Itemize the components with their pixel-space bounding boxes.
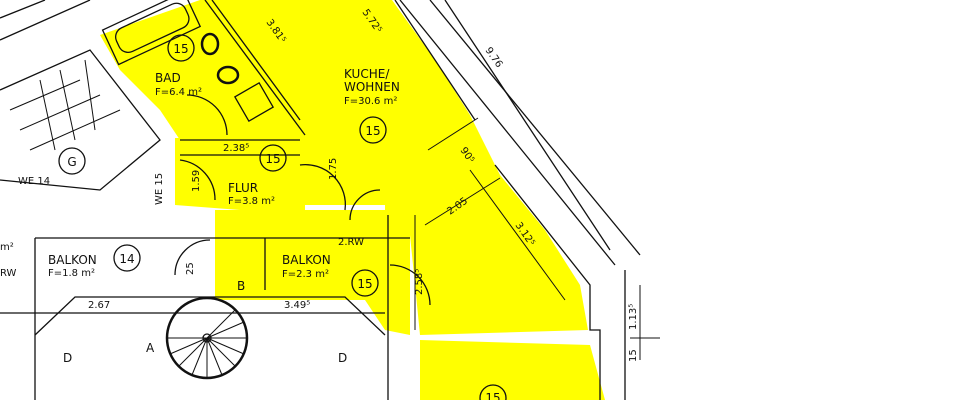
room-name-balkon-14: BALKON <box>48 253 97 267</box>
section-marker-a: A <box>146 341 155 355</box>
label-we-14: WE 14 <box>18 176 50 187</box>
room-name-balkon-15: BALKON <box>282 253 331 267</box>
dim-2-58: 2.58⁵ <box>414 269 425 295</box>
unit-marker-14: 14 <box>113 244 141 272</box>
highlight-lower-room <box>420 340 605 400</box>
unit-marker-15-bad: 15 <box>167 34 195 62</box>
room-area-balkon-15: F=2.3 m² <box>282 269 329 280</box>
unit-marker-15-lower: 15 <box>479 384 507 400</box>
highlight-unit-15 <box>100 0 605 400</box>
section-marker-b: B <box>237 279 245 293</box>
dim-25: 25 <box>185 262 196 275</box>
room-name-kueche: KUCHE/ <box>344 67 390 81</box>
room-labels: BAD F=6.4 m² KUCHE/ WOHNEN F=30.6 m² FLU… <box>0 67 400 280</box>
dim-2-67: 2.67 <box>88 300 110 311</box>
unit-marker-g: G <box>58 147 86 175</box>
room-area-flur: F=3.8 m² <box>228 196 275 207</box>
svg-text:15: 15 <box>265 152 280 166</box>
label-we-15: WE 15 <box>154 173 165 205</box>
dim-2-38: 2.38⁵ <box>223 143 249 154</box>
dim-3-49: 3.49⁵ <box>284 300 310 311</box>
section-marker-d-right: D <box>338 351 347 365</box>
room-area-kueche: F=30.6 m² <box>344 96 397 107</box>
plan-labels: WE 14 WE 15 2.RW RW B A D D <box>0 173 364 365</box>
svg-text:15: 15 <box>357 277 372 291</box>
dim-1-75: 1.75 <box>328 158 339 180</box>
section-marker-d-left: D <box>63 351 72 365</box>
svg-text:15: 15 <box>365 124 380 138</box>
svg-text:G: G <box>67 155 76 169</box>
label-rw: RW <box>0 268 17 279</box>
svg-text:15: 15 <box>173 42 188 56</box>
unit-marker-15-flur: 15 <box>259 144 287 172</box>
svg-text:14: 14 <box>119 252 134 266</box>
room-area-bad: F=6.4 m² <box>155 87 202 98</box>
room-area-balkon-14: F=1.8 m² <box>48 268 95 279</box>
room-name-bad: BAD <box>155 71 181 85</box>
svg-text:15: 15 <box>485 391 500 400</box>
dim-1-13: 1.13⁵ <box>628 304 639 330</box>
dim-15: 15 <box>628 349 639 362</box>
room-area-partial: m² <box>0 242 14 253</box>
highlight-flur <box>175 138 305 215</box>
dim-9-76: 9.76 <box>483 45 505 70</box>
unit-marker-15-kueche: 15 <box>359 116 387 144</box>
dim-1-59: 1.59 <box>191 170 202 192</box>
spiral-treads <box>167 309 247 378</box>
room-name-wohnen: WOHNEN <box>344 80 400 94</box>
highlight-bad-kueche <box>100 0 588 335</box>
highlight-balkon <box>215 210 410 335</box>
room-name-flur: FLUR <box>228 181 258 195</box>
unit-markers: 15 15 15 15 15 14 G <box>58 34 507 400</box>
label-2-rw: 2.RW <box>338 237 364 248</box>
unit-marker-15-balkon: 15 <box>351 269 379 297</box>
wall-lines <box>0 0 660 400</box>
